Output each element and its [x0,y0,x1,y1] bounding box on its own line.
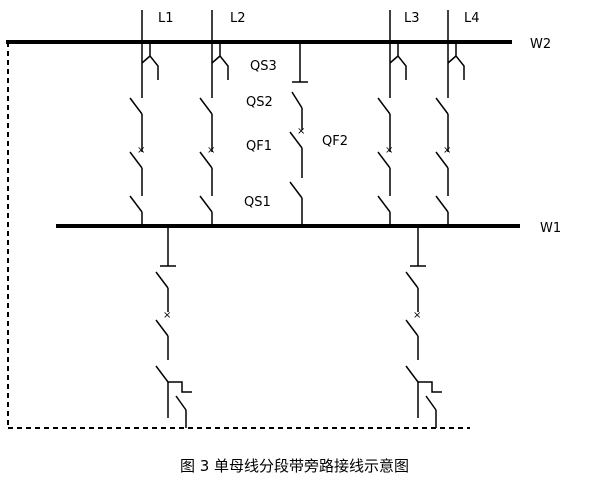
line-label-l4: L4 [464,11,480,26]
feeder-l4: × [435,10,465,226]
bus-label-w1: W1 [540,221,561,236]
device-label-qs3: QS3 [250,59,277,74]
svg-text:×: × [443,145,451,156]
bypass-breaker-branch: × [289,42,308,226]
device-label-qs2: QS2 [246,95,273,110]
svg-text:×: × [413,310,421,321]
svg-text:×: × [163,310,171,321]
incoming-branch-left: × [155,226,192,428]
svg-text:×: × [207,145,215,156]
figure-caption: 图 3 单母线分段带旁路接线示意图 [179,457,410,475]
wiring-diagram: × × × × [6,10,561,429]
line-label-l2: L2 [230,11,246,26]
svg-text:×: × [297,126,305,137]
incoming-branch-right: × [405,226,442,428]
feeder-l1: × [129,10,159,226]
device-label-qf1: QF1 [246,139,272,154]
line-label-l3: L3 [404,11,420,26]
svg-text:×: × [385,145,393,156]
feeder-l2: × [199,10,229,226]
device-label-qf2: QF2 [322,134,348,149]
feeder-l3: × [377,10,407,226]
bus-label-w2: W2 [530,37,551,52]
line-label-l1: L1 [158,11,174,26]
device-label-qs1: QS1 [244,195,271,210]
svg-text:×: × [137,145,145,156]
